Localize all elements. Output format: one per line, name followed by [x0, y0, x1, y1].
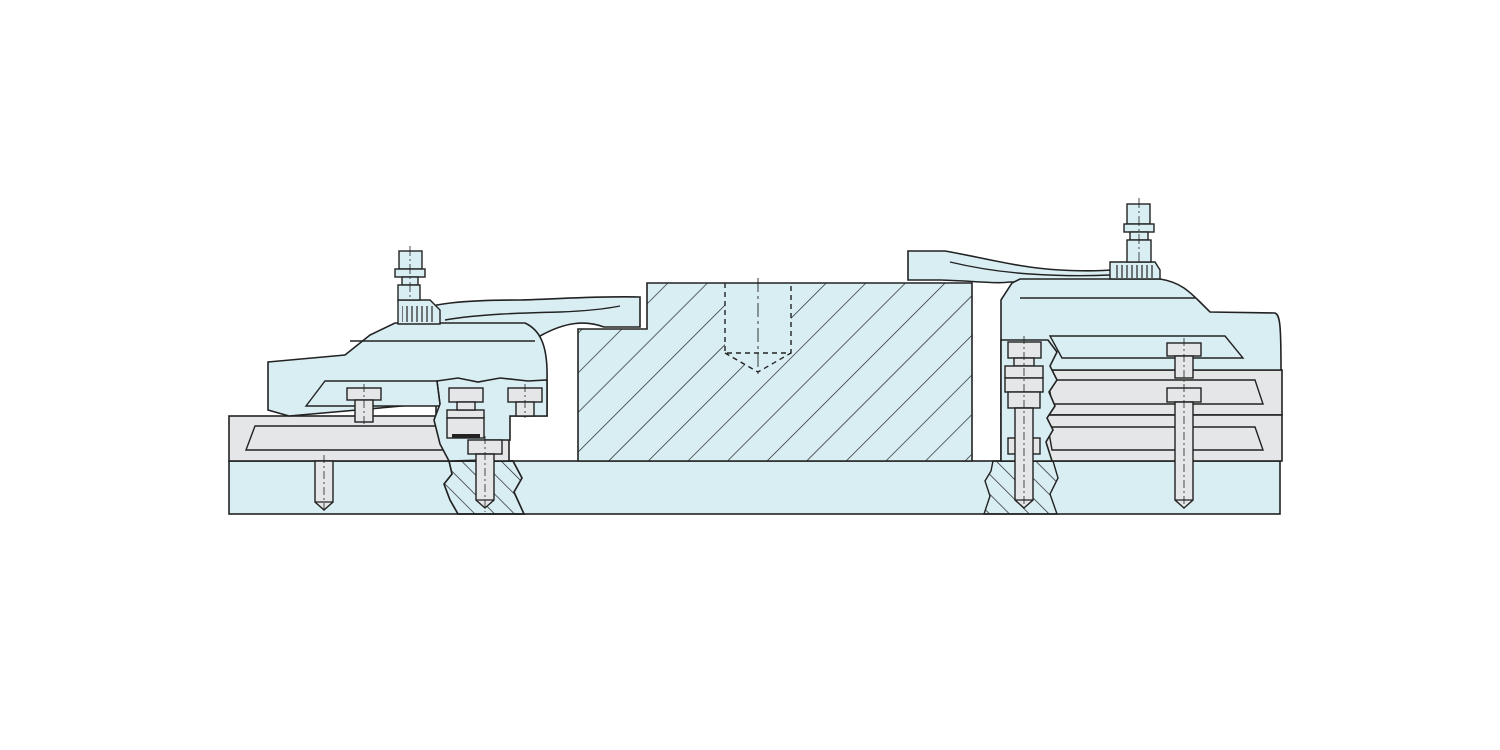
left-screw-a	[346, 384, 382, 425]
right-screw-upper	[1166, 338, 1202, 382]
knurled-knob-left	[397, 299, 441, 325]
left-screw-c	[446, 387, 485, 439]
left-anchor-bolt	[467, 436, 503, 512]
right-clamp	[907, 198, 1282, 462]
left-base-screw	[314, 455, 334, 514]
right-screw-stack	[1004, 336, 1044, 512]
left-screw-b	[507, 384, 543, 418]
right-screw-lower	[1166, 384, 1202, 512]
knurled-knob-right	[1109, 261, 1161, 280]
base-plate	[228, 460, 1281, 515]
workpiece-block	[577, 278, 973, 462]
